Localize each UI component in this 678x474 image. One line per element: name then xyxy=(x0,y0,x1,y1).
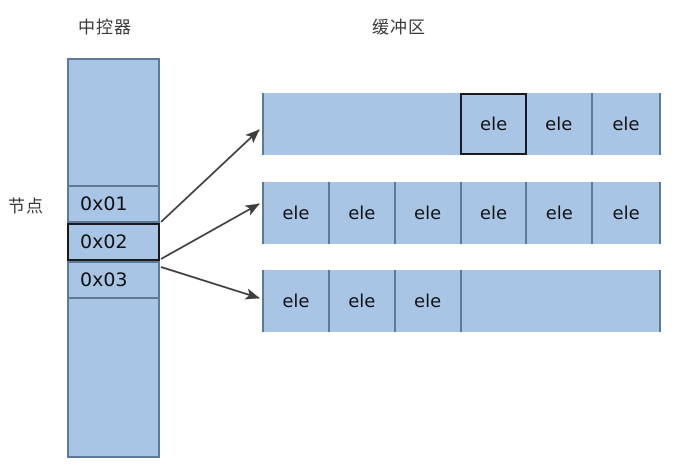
buffer-cell-element: ele xyxy=(395,270,462,332)
arrow-node-0x02-to-buffer-2 xyxy=(160,203,260,260)
controller-title: 中控器 xyxy=(78,18,132,38)
buffer-cell-element: ele xyxy=(526,93,593,155)
buffer-cell-empty xyxy=(461,270,659,332)
node-cell-label: 0x01 xyxy=(80,193,128,215)
node-cell-2[interactable]: 0x03 xyxy=(67,261,160,299)
node-cell-1[interactable]: 0x02 xyxy=(67,223,160,261)
node-cell-0[interactable]: 0x01 xyxy=(67,185,160,223)
node-cell-label: 0x03 xyxy=(80,269,128,291)
buffer-cell-element: ele xyxy=(461,182,528,244)
buffer-cell-element: ele xyxy=(593,182,660,244)
buffer-cell-element: ele xyxy=(329,270,396,332)
arrow-node-0x01-to-buffer-1 xyxy=(160,129,260,223)
buffer-cell-element: ele xyxy=(460,93,527,155)
buffer-cell-element: ele xyxy=(329,182,396,244)
buffer-row-2: ele ele ele ele ele ele xyxy=(262,182,661,244)
buffer-row-1: ele ele ele xyxy=(262,93,661,155)
buffer-cell-element: ele xyxy=(264,182,330,244)
arrow-node-0x03-to-buffer-3 xyxy=(160,266,260,300)
buffer-cell-element: ele xyxy=(592,93,659,155)
controller-column: 0x01 0x02 0x03 xyxy=(67,58,160,458)
node-cell-label: 0x02 xyxy=(80,231,128,253)
buffer-cell-element: ele xyxy=(264,270,330,332)
buffer-cell-element: ele xyxy=(395,182,462,244)
buffer-cell-empty xyxy=(264,93,463,155)
node-side-label: 节点 xyxy=(8,197,44,217)
buffer-cell-element: ele xyxy=(527,182,594,244)
buffer-row-3: ele ele ele xyxy=(262,270,661,332)
buffer-title: 缓冲区 xyxy=(372,18,426,38)
